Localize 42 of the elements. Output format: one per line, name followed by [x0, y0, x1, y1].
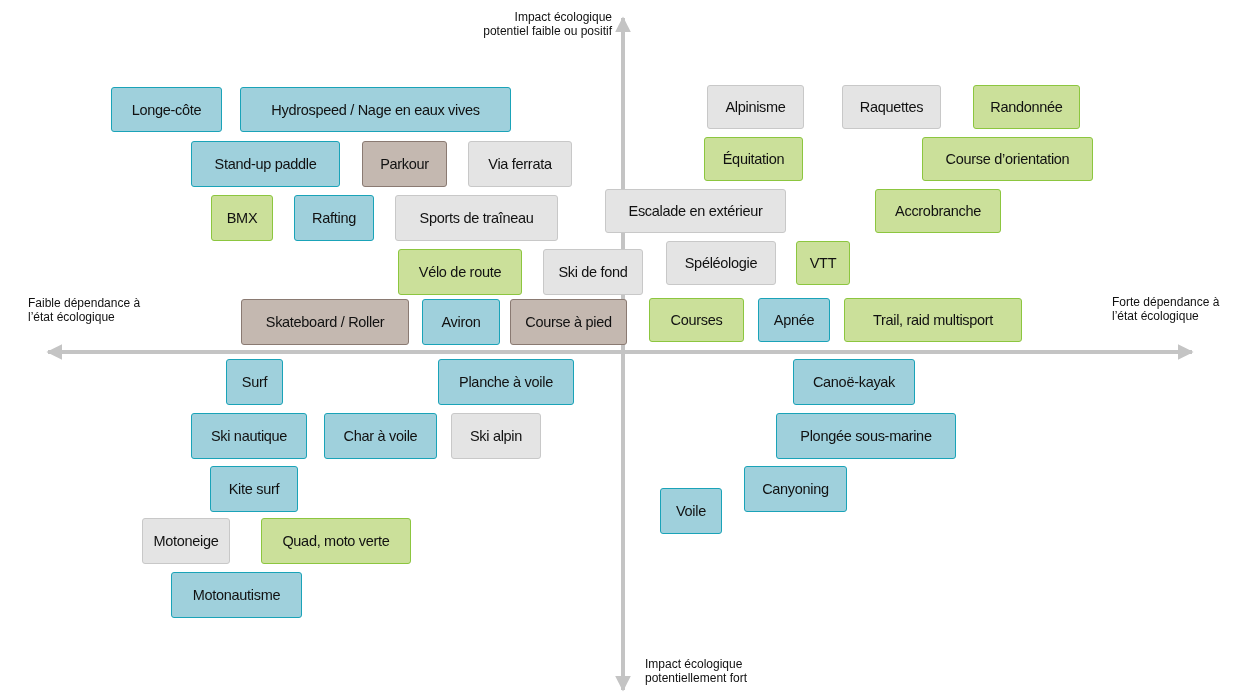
activity-tag: Raquettes — [842, 85, 941, 129]
activity-tag: Course à pied — [510, 299, 627, 345]
activity-tag: Canyoning — [744, 466, 847, 512]
activity-tag: Sports de traîneau — [395, 195, 558, 241]
axis-label: Impact écologique potentiellement fort — [645, 657, 749, 685]
activity-tag: Char à voile — [324, 413, 437, 459]
activity-tag: Via ferrata — [468, 141, 572, 187]
axis-label: Impact écologique potentiel faible ou positif — [482, 10, 612, 38]
activity-tag: Rafting — [294, 195, 374, 241]
activity-tag: Apnée — [758, 298, 830, 342]
activity-tag: Voile — [660, 488, 722, 534]
activity-tag: Course d’orientation — [922, 137, 1093, 181]
activity-tag: Trail, raid multisport — [844, 298, 1022, 342]
activity-tag: Parkour — [362, 141, 447, 187]
activity-tag: Hydrospeed / Nage en eaux vives — [240, 87, 511, 132]
activity-tag: Courses — [649, 298, 744, 342]
activity-tag: Alpinisme — [707, 85, 804, 129]
activity-tag: Plongée sous-marine — [776, 413, 956, 459]
activity-tag: Spéléologie — [666, 241, 776, 285]
activity-tag: Motonautisme — [171, 572, 302, 618]
activity-tag: Ski de fond — [543, 249, 643, 295]
activity-tag: Surf — [226, 359, 283, 405]
activity-tag: Ski nautique — [191, 413, 307, 459]
activity-tag: Vélo de route — [398, 249, 522, 295]
activity-tag: Motoneige — [142, 518, 230, 564]
activity-tag: Randonnée — [973, 85, 1080, 129]
activity-tag: Kite surf — [210, 466, 298, 512]
activity-tag: BMX — [211, 195, 273, 241]
axis-label: Forte dépendance à l’état écologique — [1112, 295, 1221, 323]
activity-tag: Ski alpin — [451, 413, 541, 459]
activity-tag: VTT — [796, 241, 850, 285]
activity-tag: Équitation — [704, 137, 803, 181]
activity-tag: Escalade en extérieur — [605, 189, 786, 233]
activity-tag: Accrobranche — [875, 189, 1001, 233]
activity-tag: Longe-côte — [111, 87, 222, 132]
activity-tag: Quad, moto verte — [261, 518, 411, 564]
activity-tag: Skateboard / Roller — [241, 299, 409, 345]
activity-tag: Canoë-kayak — [793, 359, 915, 405]
axis-label: Faible dépendance à l’état écologique — [28, 296, 142, 324]
activity-tag: Stand-up paddle — [191, 141, 340, 187]
activity-tag: Aviron — [422, 299, 500, 345]
activity-tag: Planche à voile — [438, 359, 574, 405]
